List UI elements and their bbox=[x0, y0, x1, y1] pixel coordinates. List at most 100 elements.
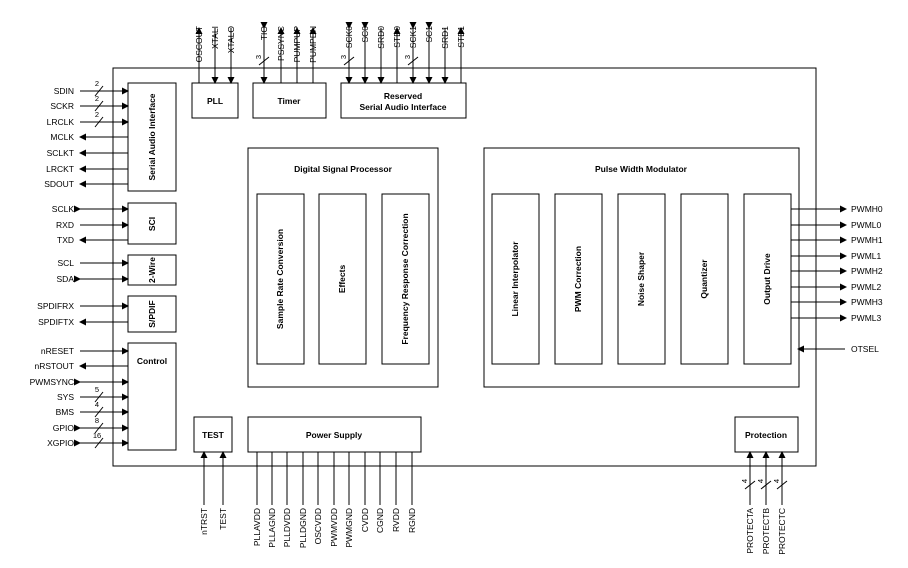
bus-width-gpio-slash bbox=[94, 422, 104, 434]
pwm-block: Pulse Width Modulator Linear Interpolato… bbox=[483, 147, 800, 388]
pin-test: TEST bbox=[218, 508, 228, 530]
bus-width-xgpio-slash bbox=[94, 437, 104, 449]
sai-label: Serial Audio Interface bbox=[147, 93, 157, 180]
pin-pumpup: PUMPUP bbox=[292, 26, 302, 63]
pin-oscout: OSCOUT bbox=[194, 26, 204, 62]
bus-width-bms: 4 bbox=[95, 400, 99, 409]
reserved-label-line2: Serial Audio Interface bbox=[359, 102, 446, 112]
pin-sclk: SCLK bbox=[52, 204, 75, 214]
bus-width-lrclk-slash bbox=[94, 116, 104, 128]
pin-std0: STD0 bbox=[392, 26, 402, 48]
pin-pwmgnd: PWMGND bbox=[344, 508, 354, 548]
bus-width-lrclk: 2 bbox=[95, 110, 99, 119]
spdif-block: S/PDIF bbox=[127, 295, 177, 333]
timer-label: Timer bbox=[278, 96, 302, 106]
bus-width-sys-slash bbox=[94, 391, 104, 403]
pin-ntrst: nTRST bbox=[199, 508, 209, 535]
pin-bms: BMS bbox=[56, 407, 75, 417]
bus-width-sck0: 3 bbox=[339, 55, 348, 59]
pin-sclkt: SCLKT bbox=[47, 148, 74, 158]
pwm-sub-block-2 bbox=[617, 193, 666, 365]
pin-sdin: SDIN bbox=[54, 86, 74, 96]
pin-nrstout: nRSTOUT bbox=[34, 361, 74, 371]
dsp-block-src: Sample Rate Conversion bbox=[275, 229, 285, 329]
twowire-block: 2-Wire bbox=[127, 254, 177, 286]
pin-lrckt: LRCKT bbox=[46, 164, 74, 174]
pin-sc1: SC1 bbox=[424, 26, 434, 43]
bus-width-protectc-slash bbox=[776, 480, 788, 490]
pin-plldgnd: PLLDGND bbox=[298, 508, 308, 548]
pin-txd: TXD bbox=[57, 235, 74, 245]
pin-xtalo: XTALO bbox=[226, 26, 236, 54]
pin-tio: TIO bbox=[259, 26, 269, 41]
pin-xgpio: XGPIO bbox=[47, 438, 74, 448]
bus-width-protectb: 4 bbox=[756, 479, 765, 483]
pin-oscvdd: OSCVDD bbox=[313, 508, 323, 544]
pin-pumpdn: PUMPDN bbox=[308, 26, 318, 63]
pin-sck1: SCK1 bbox=[408, 26, 418, 48]
pin-pwml1: PWML1 bbox=[851, 251, 882, 261]
pin-spdiftx: SPDIFTX bbox=[38, 317, 74, 327]
pll-block: PLL bbox=[191, 82, 239, 119]
pwm-sub-block-4 bbox=[743, 193, 792, 365]
bus-width-tio-slash bbox=[258, 56, 270, 66]
pin-protecta: PROTECTA bbox=[745, 508, 755, 554]
spdif-label: S/PDIF bbox=[147, 300, 157, 327]
protection-block: Protection bbox=[734, 416, 799, 453]
pwm-sub-label-1: PWM Correction bbox=[573, 246, 583, 312]
pin-std1: STD1 bbox=[456, 26, 466, 48]
bus-width-sckr-slash bbox=[94, 100, 104, 112]
bus-width-sck0-slash bbox=[343, 56, 355, 66]
bus-width-xgpio: 16 bbox=[93, 431, 101, 440]
pwm-sub-block-0 bbox=[491, 193, 540, 365]
bus-width-sys: 5 bbox=[95, 385, 99, 394]
bus-width-protecta: 4 bbox=[740, 479, 749, 483]
pwm-sub-label-0: Linear Interpolator bbox=[510, 241, 520, 317]
bus-width-sckr: 2 bbox=[95, 94, 99, 103]
pin-pwml3: PWML3 bbox=[851, 313, 882, 323]
bus-width-sdin-slash bbox=[94, 85, 104, 97]
sai-block: Serial Audio Interface bbox=[127, 82, 177, 192]
bus-width-tio: 3 bbox=[254, 55, 263, 59]
control-block: Control bbox=[127, 342, 177, 451]
pin-rvdd: RVDD bbox=[391, 508, 401, 532]
pin-pwml0: PWML0 bbox=[851, 220, 882, 230]
pin-pwmh0: PWMH0 bbox=[851, 204, 883, 214]
pin-pwml2: PWML2 bbox=[851, 282, 882, 292]
pin-otsel: OTSEL bbox=[851, 344, 879, 354]
pwm-sub-block-1 bbox=[554, 193, 603, 365]
pin-rxd: RXD bbox=[56, 220, 74, 230]
control-label: Control bbox=[137, 356, 167, 366]
pin-srd0: SRD0 bbox=[376, 26, 386, 49]
pin-lrclk: LRCLK bbox=[47, 117, 75, 127]
pin-pwmsync: PWMSYNC bbox=[30, 377, 74, 387]
pin-srd1: SRD1 bbox=[440, 26, 450, 49]
bus-width-sck1-slash bbox=[407, 56, 419, 66]
pin-protectb: PROTECTB bbox=[761, 508, 771, 555]
pin-pllagnd: PLLAGND bbox=[267, 508, 277, 548]
pin-nreset: nRESET bbox=[41, 346, 74, 356]
bus-width-sdin: 2 bbox=[95, 79, 99, 88]
bus-width-protectc: 4 bbox=[772, 479, 781, 483]
pwm-title: Pulse Width Modulator bbox=[595, 164, 688, 174]
pwm-sub-label-3: Quantizer bbox=[699, 259, 709, 299]
pin-pwmvdd: PWMVDD bbox=[329, 508, 339, 547]
pin-mclk: MCLK bbox=[50, 132, 74, 142]
pin-xtali: XTALI bbox=[210, 26, 220, 49]
bus-width-gpio: 8 bbox=[95, 416, 99, 425]
pin-sck0: SCK0 bbox=[344, 26, 354, 48]
pwm-sub-block-3 bbox=[680, 193, 729, 365]
pin-gpio: GPIO bbox=[53, 423, 75, 433]
pin-pllavdd: PLLAVDD bbox=[252, 508, 262, 546]
pin-pwmh3: PWMH3 bbox=[851, 297, 883, 307]
sci-block: SCI bbox=[127, 202, 177, 245]
pin-sda: SDA bbox=[57, 274, 75, 284]
protection-label: Protection bbox=[745, 430, 787, 440]
timer-block: Timer bbox=[252, 82, 327, 119]
dsp-block-frc: Frequency Response Correction bbox=[400, 213, 410, 344]
pll-label: PLL bbox=[207, 96, 223, 106]
pin-cvdd: CVDD bbox=[360, 508, 370, 532]
pwm-sub-label-2: Noise Shaper bbox=[636, 251, 646, 306]
test-block: TEST bbox=[193, 416, 233, 453]
twowire-label: 2-Wire bbox=[147, 257, 157, 283]
